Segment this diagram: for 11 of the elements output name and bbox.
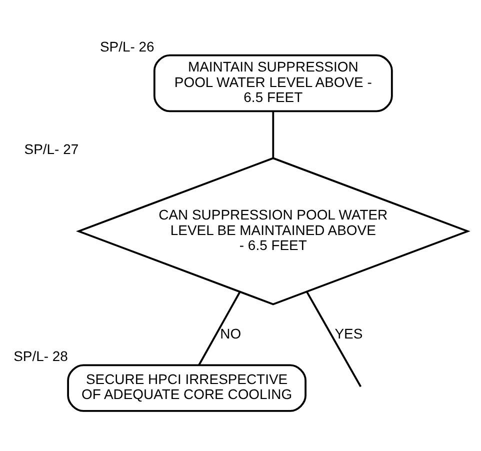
node-box: MAINTAIN SUPPRESSION POOL WATER LEVEL ABOVE - 6.5 FEET [153,54,393,112]
node-label: SP/L- 28 [14,348,68,364]
node-box: SECURE HPCI IRRESPECTIVE OF ADEQUATE CORE COOLING [67,364,306,412]
node-label: SP/L- 26 [100,38,154,54]
connector [272,111,274,158]
edge-label: YES [334,325,363,342]
node-diamond: CAN SUPPRESSION POOL WATER LEVEL BE MAINTAINED ABOVE - 6.5 FEET [76,157,470,306]
node-label: SP/L- 27 [24,141,79,158]
edge-label: NO [220,325,242,342]
connector [198,292,241,366]
connector [306,291,362,388]
